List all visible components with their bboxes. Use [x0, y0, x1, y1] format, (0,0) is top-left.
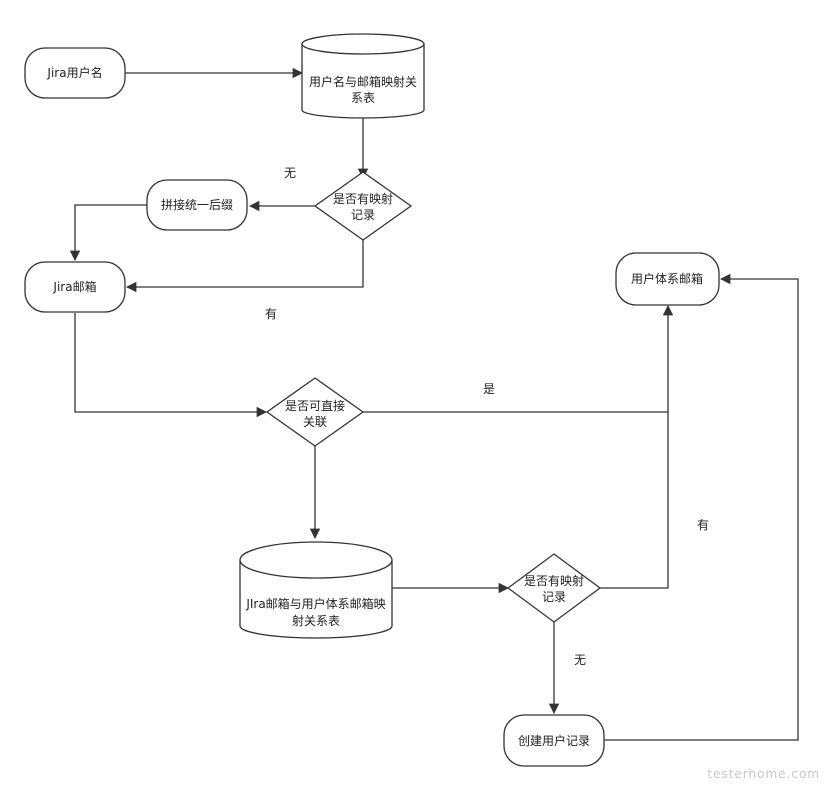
node-decision-direct-link: [265, 377, 365, 447]
edge-jira-email-to-decision2: [74, 313, 268, 418]
node-create-user-record: [503, 714, 605, 767]
edge-decision1-to-jira-email: [125, 240, 364, 293]
label-jira-username: Jira用户名: [46, 65, 102, 80]
label-decision-2-line2: 关联: [303, 415, 327, 429]
label-append-suffix: 拼接统一后缀: [161, 197, 233, 212]
label-map-table-2-line1: JIra邮箱与用户体系邮箱映: [245, 596, 385, 611]
label-map-table-2-line2: 射关系表: [292, 613, 340, 628]
node-user-system-email: [615, 252, 720, 306]
edge-label-none-2: 无: [574, 653, 586, 667]
label-map-table-1-line2: 系表: [351, 91, 375, 105]
watermark: testerhome.com: [707, 767, 820, 781]
label-decision-1-line2: 记录: [351, 208, 375, 222]
node-decision-has-mapping-1: [313, 171, 413, 241]
label-create-user-record: 创建用户记录: [518, 733, 590, 748]
label-decision-3-line1: 是否有映射: [524, 573, 584, 588]
label-jira-email: Jira邮箱: [52, 279, 96, 294]
edge-label-has-1: 有: [265, 307, 277, 321]
label-decision-1-line1: 是否有映射: [333, 191, 393, 206]
node-jira-email: [24, 261, 126, 313]
label-map-table-1-line1: 用户名与邮箱映射关: [309, 74, 417, 89]
node-username-email-map-table: [301, 33, 425, 119]
edge-create-to-user-email: [604, 273, 799, 741]
edge-decision2-to-user-email: [363, 304, 674, 413]
label-decision-3-line2: 记录: [542, 590, 566, 604]
node-jira-username: [24, 47, 126, 99]
node-jira-user-email-map-table: [239, 541, 393, 639]
label-user-system-email: 用户体系邮箱: [631, 271, 703, 286]
label-decision-2-line1: 是否可直接: [285, 398, 345, 413]
node-decision-has-mapping-2: [506, 553, 602, 623]
edge-decision3-to-user-email: [600, 412, 669, 589]
edge-suffix-to-jira-email: [69, 204, 147, 262]
edge-label-has-2: 有: [697, 518, 709, 532]
edge-label-yes-1: 是: [483, 382, 495, 396]
edge-label-none-1: 无: [284, 166, 296, 180]
node-append-suffix: [146, 179, 248, 231]
